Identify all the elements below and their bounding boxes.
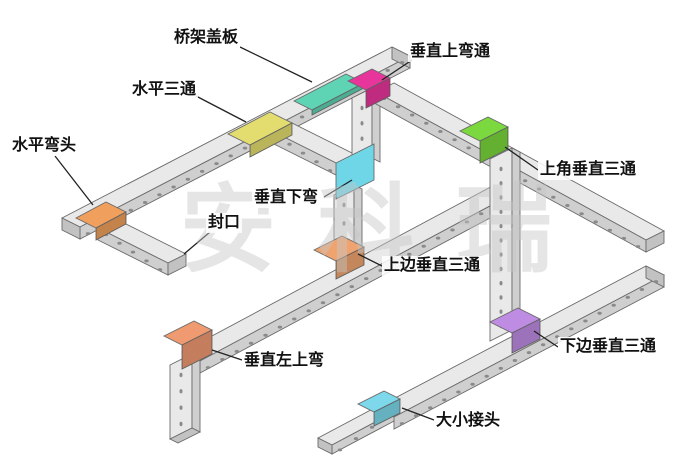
fitting-lower-side-vertical-tee [488, 307, 542, 354]
tray-vertical-left-end [168, 427, 202, 444]
label-vertical-down-bend: 垂直下弯 [252, 188, 321, 208]
fitting-upper-side-vertical-tee [312, 235, 366, 280]
label-vertical-up-bend: 垂直上弯通 [408, 42, 493, 62]
fitting-vertical-up-bend [346, 68, 392, 109]
fitting-horizontal-elbow [75, 201, 127, 241]
tray-endcap-stub [96, 218, 188, 276]
label-lower-side-vertical-tee: 下边垂直三通 [558, 337, 659, 357]
leader-lines [54, 46, 559, 421]
fitting-upper-corner-vertical-tee [458, 116, 510, 164]
fitting-vertical-left-up-bend [162, 320, 214, 370]
label-size-connector: 大小接头 [434, 411, 503, 431]
fitting-vertical-down-bend [335, 143, 375, 200]
label-upper-corner-vertical-tee: 上角垂直三通 [538, 160, 639, 180]
label-end-cap: 封口 [206, 213, 243, 233]
fitting-size-connector [356, 390, 402, 427]
fitting-cover [293, 73, 365, 116]
label-upper-side-vertical-tee: 上边垂直三通 [382, 256, 483, 276]
label-cover: 桥架盖板 [172, 28, 241, 48]
label-horizontal-elbow: 水平弯头 [10, 136, 79, 156]
label-vertical-left-up-bend: 垂直左上弯 [242, 351, 327, 371]
label-horizontal-tee: 水平三通 [130, 80, 199, 100]
fitting-horizontal-tee [227, 111, 293, 158]
